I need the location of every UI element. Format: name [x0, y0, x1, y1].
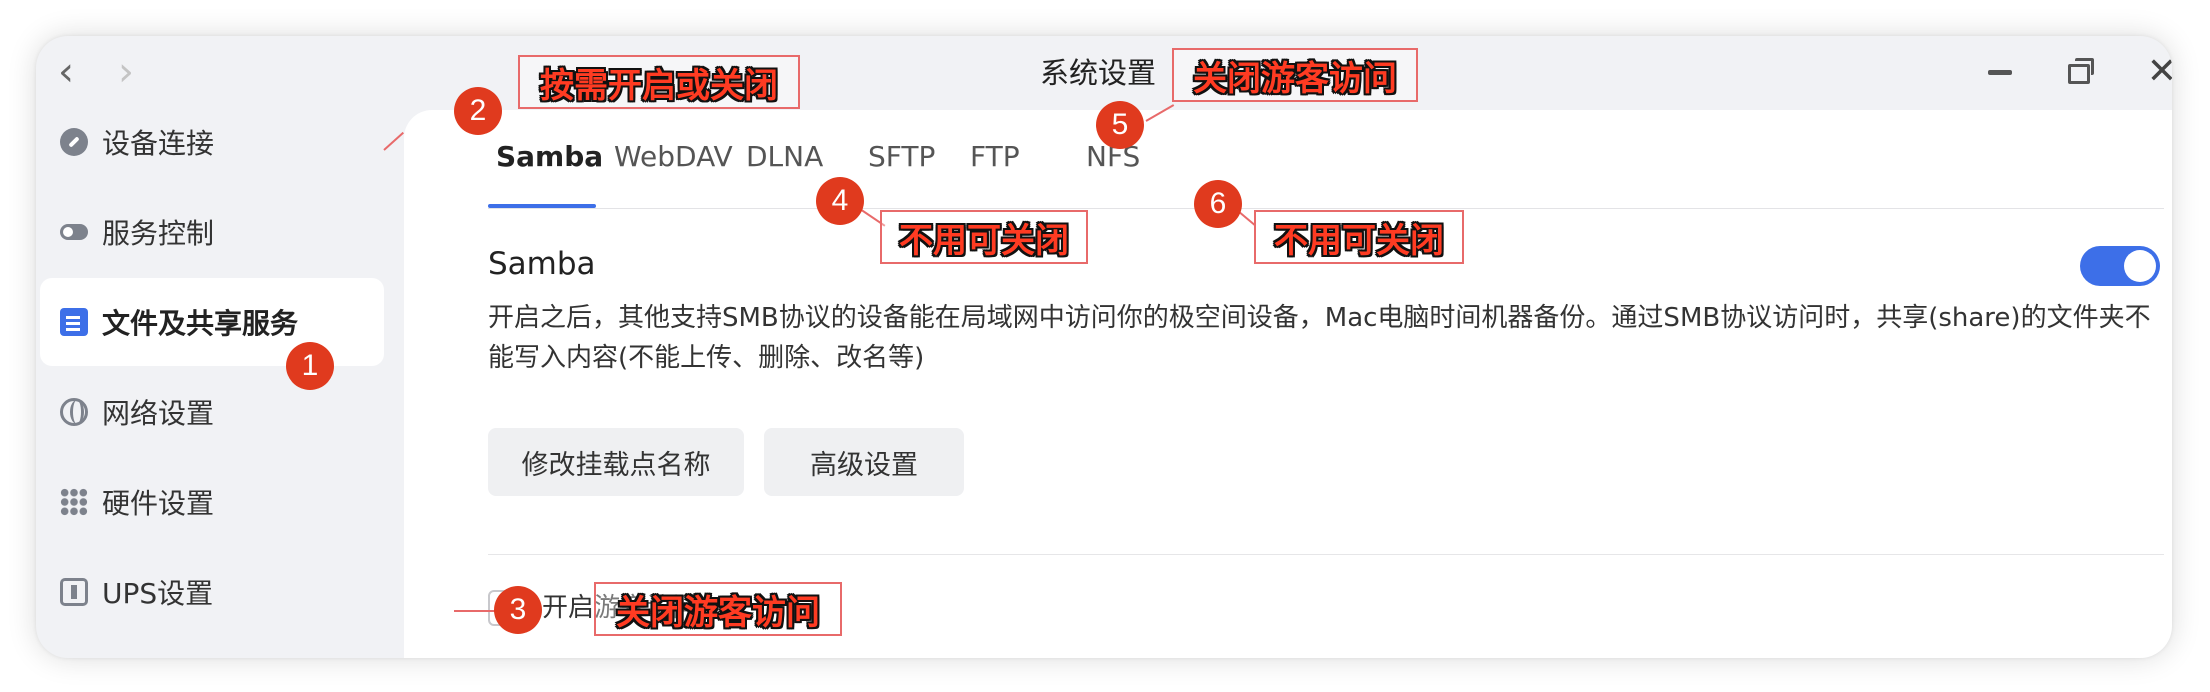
section-title: Samba [488, 246, 596, 282]
forward-arrow-icon[interactable]: › [118, 49, 134, 95]
samba-description: 开启之后，其他支持SMB协议的设备能在局域网中访问你的极空间设备，Mac电脑时间… [488, 303, 2151, 373]
minimize-icon[interactable] [1980, 52, 2020, 92]
annotation-badge-4: 4 [816, 177, 864, 225]
back-arrow-icon[interactable]: ‹ [58, 49, 74, 95]
grid-icon [60, 488, 88, 516]
annotation-badge-5: 5 [1096, 101, 1144, 149]
active-tab-indicator [488, 204, 596, 208]
advanced-settings-button[interactable]: 高级设置 [764, 428, 964, 496]
annotation-badge-2: 2 [454, 87, 502, 135]
restore-icon[interactable] [2062, 52, 2102, 92]
samba-enable-toggle[interactable] [2080, 246, 2160, 286]
main-content: Samba WebDAV DLNA SFTP FTP NFS Samba 开启之… [404, 110, 2172, 658]
annotation-label-3: 关闭游客访问 [594, 582, 842, 636]
sidebar-item-network[interactable]: 网络设置 [40, 368, 384, 456]
toggle-icon [60, 218, 88, 246]
annotation-label-6: 不用可关闭 [1254, 210, 1464, 264]
sidebar-item-label: UPS设置 [102, 577, 214, 610]
tabs-divider [488, 208, 2164, 209]
tab-sftp[interactable]: SFTP [868, 140, 936, 173]
battery-icon [60, 578, 88, 606]
annotation-label-5: 关闭游客访问 [1172, 48, 1418, 102]
sidebar-item-label: 文件及共享服务 [102, 307, 299, 340]
close-icon[interactable]: ✕ [2146, 51, 2172, 92]
window-title: 系统设置 [1040, 56, 1157, 90]
sidebar-item-label: 服务控制 [102, 217, 215, 250]
rename-mount-point-button[interactable]: 修改挂载点名称 [488, 428, 744, 496]
sidebar-item-file-sharing[interactable]: 文件及共享服务 [40, 278, 384, 366]
annotation-badge-6: 6 [1194, 180, 1242, 228]
annotation-badge-3: 3 [494, 586, 542, 634]
tab-ftp[interactable]: FTP [970, 140, 1020, 173]
sidebar-item-service-control[interactable]: 服务控制 [40, 188, 384, 276]
annotation-label-2: 按需开启或关闭 [518, 55, 800, 109]
tab-webdav[interactable]: WebDAV [614, 140, 733, 173]
annotation-label-4: 不用可关闭 [880, 210, 1088, 264]
link-icon [60, 128, 88, 156]
sidebar-item-device-connection[interactable]: 设备连接 [40, 98, 384, 186]
file-share-icon [60, 308, 88, 336]
sidebar-item-ups[interactable]: UPS设置 [40, 548, 384, 636]
section-divider [488, 554, 2164, 555]
sidebar-item-hardware[interactable]: 硬件设置 [40, 458, 384, 546]
sidebar-item-label: 设备连接 [102, 127, 215, 160]
sidebar-item-label: 硬件设置 [102, 487, 215, 520]
globe-icon [60, 398, 88, 426]
tab-samba[interactable]: Samba [496, 140, 604, 173]
annotation-badge-1: 1 [286, 342, 334, 390]
sidebar-item-label: 网络设置 [102, 397, 215, 430]
guest-access-label: 开启游客访问 [542, 593, 699, 623]
tab-dlna[interactable]: DLNA [746, 140, 824, 173]
